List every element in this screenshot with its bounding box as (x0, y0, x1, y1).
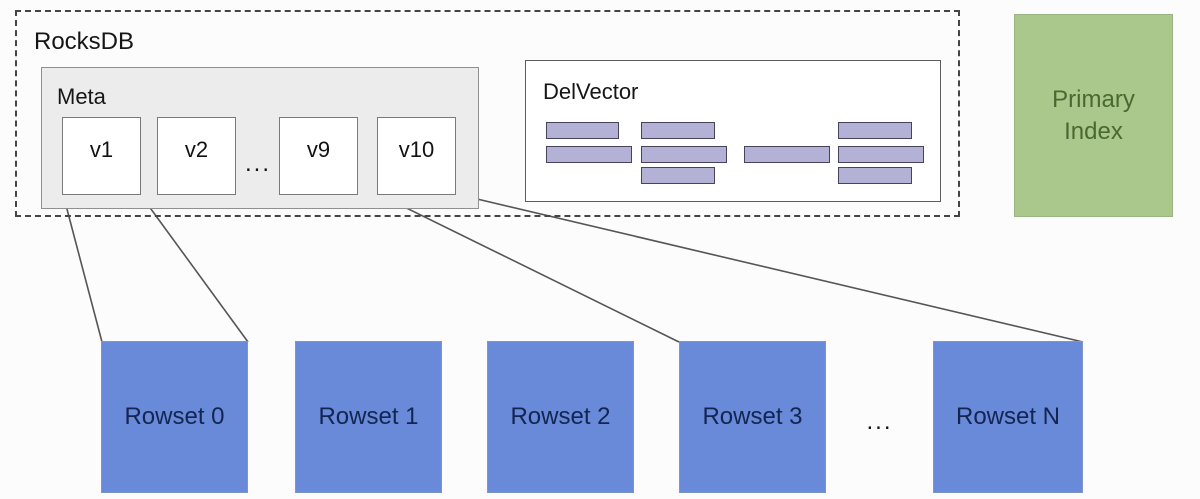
rowset-label-2: Rowset 2 (510, 403, 611, 430)
primary-index-label: Primary Index (1052, 85, 1135, 145)
delvector-block (744, 146, 830, 163)
version-label-v2: v2 (184, 137, 209, 162)
rowset-box-n: Rowset N (933, 341, 1083, 493)
delvector-block (641, 122, 715, 139)
rowset-ellipsis: ... (866, 408, 893, 435)
rowset-label-1: Rowset 1 (318, 403, 419, 430)
rowset-box-1: Rowset 1 (295, 341, 442, 493)
connector-v1-to-rowset0-left (62, 193, 103, 343)
version-box-v10: v10 (377, 117, 456, 195)
version-box-v9: v9 (279, 117, 358, 195)
version-label-v1: v1 (89, 137, 114, 162)
rocksdb-label: RocksDB (34, 28, 135, 55)
version-box-v2: v2 (157, 117, 236, 195)
rowset-box-2: Rowset 2 (487, 341, 634, 493)
primary-index-box: Primary Index (1014, 14, 1173, 217)
delvector-block (838, 167, 912, 184)
rowset-label-n: Rowset N (955, 403, 1061, 430)
rowset-box-0: Rowset 0 (101, 341, 248, 493)
version-label-v9: v9 (306, 137, 331, 162)
version-box-v1: v1 (62, 117, 141, 195)
delvector-label: DelVector (543, 79, 639, 104)
delvector-container: DelVector (525, 60, 941, 202)
delvector-block (838, 122, 912, 139)
rowset-box-3: Rowset 3 (679, 341, 826, 493)
connector-v1-to-rowset0-right (139, 193, 249, 343)
delvector-block (641, 167, 715, 184)
delvector-block (641, 146, 727, 163)
rowset-label-0: Rowset 0 (124, 403, 225, 430)
connector-v10-to-rowset3 (377, 193, 680, 343)
connector-v10-to-rowsetN (455, 193, 1084, 343)
delvector-block (546, 146, 632, 163)
version-label-v10: v10 (398, 137, 435, 162)
delvector-block (546, 122, 619, 139)
rowset-label-3: Rowset 3 (702, 403, 803, 430)
delvector-block (838, 146, 924, 163)
meta-label: Meta (57, 84, 106, 109)
version-ellipsis: ... (244, 150, 271, 177)
rocksdb-container: RocksDB Meta v1 v2 ... v9 v10 DelVector (15, 10, 960, 217)
meta-container: Meta v1 v2 ... v9 v10 (41, 67, 479, 209)
